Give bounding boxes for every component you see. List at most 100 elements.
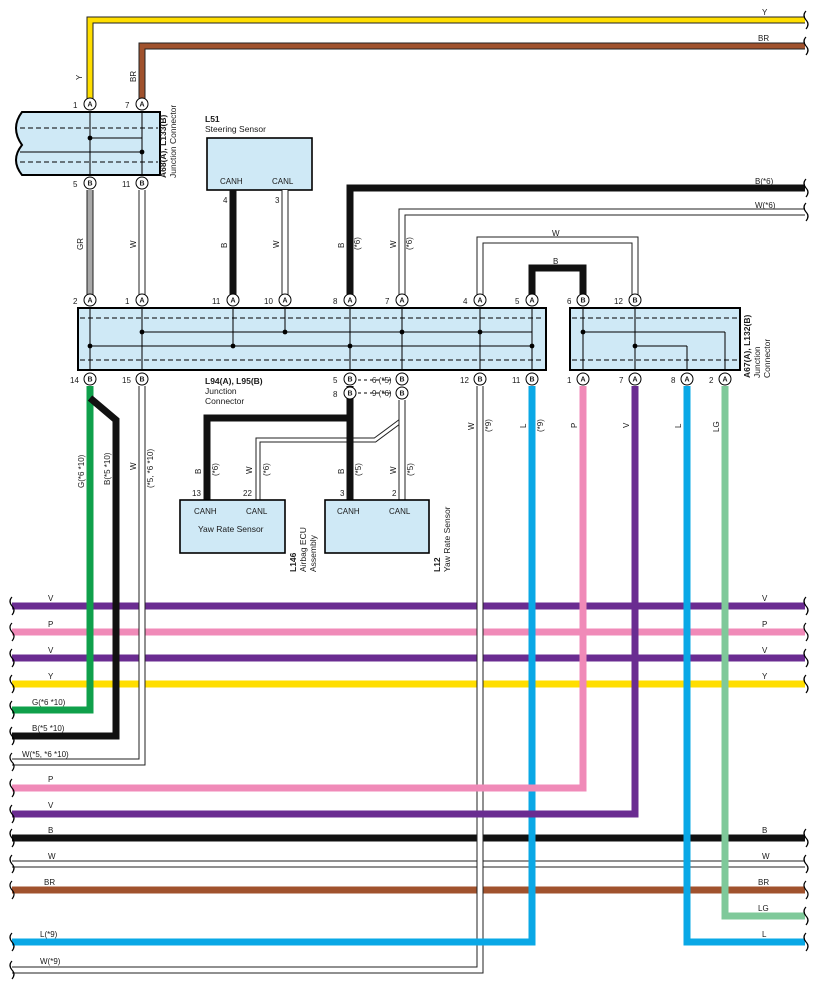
label-star6: (*6) (405, 237, 414, 250)
pin-number: 2 (709, 376, 714, 385)
break-mark (803, 202, 809, 222)
label-b-loop: B (553, 257, 558, 266)
airbag-canl: CANL (246, 507, 268, 516)
break-mark (9, 828, 15, 848)
pin-number: 1 (567, 376, 572, 385)
wire-b-loop (528, 264, 587, 298)
pin-marker (135, 176, 149, 190)
label-gr: GR (76, 238, 85, 250)
wire-w-drop (12, 386, 146, 766)
pin-side-letter: A (684, 377, 689, 384)
steering-name: Steering Sensor (205, 124, 266, 134)
break-mark (9, 960, 15, 980)
bus-label: P (48, 775, 53, 784)
break-mark (9, 932, 15, 952)
label-star9: (*9) (536, 419, 545, 432)
bus-label: L (762, 930, 767, 939)
label-b: B (337, 243, 346, 248)
label-y-top: Y (762, 8, 768, 17)
break-mark (803, 10, 809, 30)
label-b-vert: B(*5 *10) (103, 452, 112, 485)
wire-br-top (138, 42, 805, 100)
label-star5: (*5) (406, 463, 415, 476)
steering-canl: CANL (272, 177, 294, 186)
steering-canh: CANH (220, 177, 243, 186)
label-b-bus: B(*5 *10) (32, 724, 65, 733)
bus-label: V (762, 646, 768, 655)
break-mark (803, 880, 809, 900)
pin-marker (83, 372, 97, 386)
label-w: W (129, 462, 138, 470)
pin-number: 8 (671, 376, 676, 385)
pin-marker (83, 97, 97, 111)
pin-side-letter: A (529, 298, 534, 305)
bus-lines (12, 602, 805, 894)
pin-side-letter: A (399, 298, 404, 305)
pin-number: 8 (333, 297, 338, 306)
pin-number: 4 (223, 196, 228, 205)
pin-number: 12 (614, 297, 623, 306)
pin-marker (473, 372, 487, 386)
connector-name-main: L94(A), L95(B) (205, 376, 263, 386)
pin-side-letter: A (477, 298, 482, 305)
pin-marker (135, 97, 149, 111)
wire-v-drop (12, 386, 639, 818)
wire-b6 (346, 184, 805, 298)
yaw-sensor-box (324, 499, 430, 554)
label-g-vert: G(*6 *10) (77, 454, 86, 488)
bus-label: BR (44, 878, 55, 887)
pin-marker (525, 372, 539, 386)
label-star6: (*6) (211, 463, 220, 476)
pin-side-letter: A (282, 298, 287, 305)
label-w-loop: W (552, 229, 560, 238)
junction-connector-right (569, 307, 741, 371)
break-mark (9, 752, 15, 772)
pin-marker (628, 372, 642, 386)
bus-label: LG (758, 904, 769, 913)
label-g-bus: G(*6 *10) (32, 698, 66, 707)
label-w: W (272, 240, 281, 248)
pin-number: 1 (125, 297, 130, 306)
yaw-code: L12 (432, 557, 442, 572)
pin-marker (718, 372, 732, 386)
label-star6: (*6) (262, 463, 271, 476)
label-star6: (*6) (353, 237, 362, 250)
label-star5: (*5) (354, 463, 363, 476)
wire-g-drop (12, 386, 94, 714)
break-mark (803, 674, 809, 694)
yaw-name: Yaw Rate Sensor (442, 506, 452, 572)
pin-side-letter: A (347, 298, 352, 305)
junction-connector-top (15, 111, 161, 176)
pin-alt: 9 (*6) (372, 389, 392, 398)
pin-number: 5 (333, 376, 338, 385)
airbag-title: Yaw Rate Sensor (198, 524, 264, 534)
break-mark (803, 932, 809, 952)
bus-label: Y (762, 672, 768, 681)
connector-name-top: A68(A), L133(B) (158, 115, 168, 178)
pin-marker (576, 293, 590, 307)
connector-desc-main: Junction (205, 386, 237, 396)
pin-marker (525, 293, 539, 307)
pin-marker (628, 293, 642, 307)
bus-label: B (762, 826, 767, 835)
wire-p-drop (12, 386, 587, 792)
pin-number: 22 (243, 489, 252, 498)
pin-number: 7 (619, 376, 624, 385)
pin-marker (135, 372, 149, 386)
pin-number: 14 (70, 376, 79, 385)
bus-label: V (48, 646, 54, 655)
label-l: L (674, 423, 683, 428)
pin-marker (576, 372, 590, 386)
pin-number: 2 (392, 489, 397, 498)
pin-number: 11 (122, 180, 131, 189)
bus-label: P (48, 620, 53, 629)
wire-w-loop (476, 236, 639, 298)
break-mark (9, 804, 15, 824)
label-y-vert: Y (75, 74, 84, 80)
pin-side-letter: A (722, 377, 727, 384)
break-mark (9, 778, 15, 798)
pin-side-letter: B (139, 377, 144, 384)
pin-marker (473, 293, 487, 307)
